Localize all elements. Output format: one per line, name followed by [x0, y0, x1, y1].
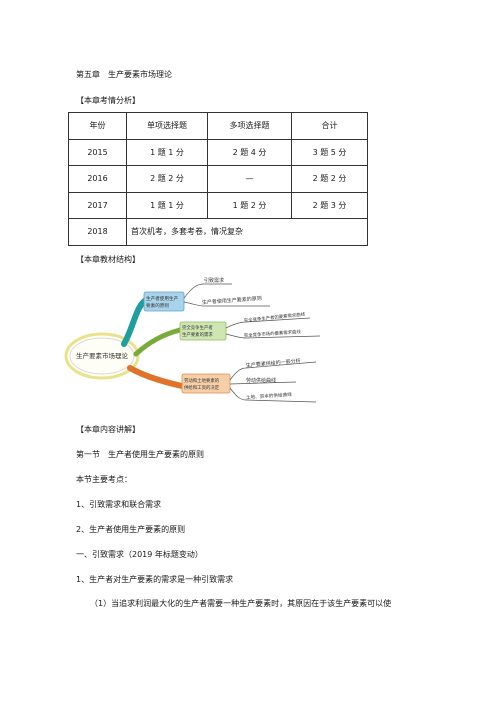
- mindmap-leaf-edge: [183, 301, 270, 307]
- mindmap-leaf-edge: [225, 317, 311, 329]
- mindmap-leaf: 土地、资本的供给曲线: [246, 391, 293, 401]
- table-cell: 2 题 2 分: [291, 165, 368, 193]
- point-heading: 1、生产者对生产要素的需求是一种引致需求: [76, 575, 234, 584]
- key-points-intro: 本节主要考点：: [76, 475, 132, 484]
- table-cell: 2015: [68, 138, 127, 166]
- mindmap-center-label: 生产要素市场理论: [76, 351, 129, 360]
- table-cell: 2016: [68, 165, 127, 193]
- table-header-row: 年份 单项选择题 多项选择题 合计: [68, 112, 368, 140]
- mindmap-leaf-edge: [229, 381, 297, 385]
- table-cell: —: [207, 165, 292, 193]
- mindmap-branch-3: [181, 373, 231, 394]
- mindmap-leaf: 引致需求: [204, 277, 224, 284]
- table-cell: 2 题 2 分: [126, 165, 208, 193]
- mindmap-branch-1-label: 要素的原则: [146, 302, 169, 309]
- table-cell: 2 题 3 分: [291, 191, 368, 219]
- mindmap-branch-2-label: 生产要素的需求: [182, 331, 213, 338]
- header-total: 合计: [291, 112, 368, 140]
- header-multi-choice: 多项选择题: [207, 112, 292, 140]
- mindmap-center-node: [64, 332, 140, 380]
- table-cell: 2017: [68, 191, 127, 219]
- table-cell-note: 首次机考，多套考卷，情况复杂: [126, 218, 368, 246]
- table-cell: 3 题 5 分: [291, 138, 368, 166]
- mindmap-branch-1-label: 生产者使用生产: [146, 295, 179, 302]
- content-heading: 【本章内容讲解】: [76, 425, 140, 434]
- table-cell: 2018: [68, 218, 127, 246]
- mindmap-leaf-edge: [229, 387, 317, 403]
- key-point-item: 1、引致需求和联合需求: [76, 500, 162, 509]
- mindmap-leaf: 生产者使用生产要素的原则: [202, 295, 262, 306]
- header-single-choice: 单项选择题: [126, 112, 208, 140]
- subsection-title: 一、引致需求（2019 年标题变动）: [76, 550, 203, 559]
- header-year: 年份: [68, 112, 127, 140]
- mindmap-branch-2: [179, 321, 227, 341]
- table-row: 2017 1 题 1 分 1 题 2 分 2 题 3 分: [68, 191, 368, 219]
- mindmap-edge-3: [127, 365, 185, 389]
- mindmap-edge-2: [133, 327, 183, 357]
- mindmap-center-ring: [69, 337, 135, 375]
- exam-analysis-table: 年份 单项选择题 多项选择题 合计 2015 1 题 1 分 2 题 4 分 3…: [68, 112, 368, 246]
- table-cell: 1 题 1 分: [126, 191, 208, 219]
- mindmap-branch-2-label: 完全竞争生产者: [182, 324, 213, 331]
- key-point-item: 2、生产者使用生产要素的原则: [76, 525, 186, 534]
- mindmap-leaf-edge: [229, 361, 317, 381]
- section-title: 第一节 生产者使用生产要素的原则: [76, 450, 204, 459]
- table-row: 2016 2 题 2 分 — 2 题 2 分: [68, 165, 368, 193]
- mindmap-leaf-edge: [225, 333, 321, 339]
- mindmap-leaf: 劳动供给曲线: [246, 377, 276, 384]
- table-cell: 1 题 2 分: [207, 191, 292, 219]
- analysis-heading: 【本章考情分析】: [76, 96, 140, 105]
- point-detail: （1）当追求利润最大化的生产者需要一种生产要素时，其原因在于该生产要素可以使: [90, 599, 392, 608]
- mindmap-leaf: 完全竞争生产者的要素需求曲线: [243, 311, 305, 324]
- table-row: 2015 1 题 1 分 2 题 4 分 3 题 5 分: [68, 138, 368, 166]
- table-row: 2018 首次机考，多套考卷，情况复杂: [68, 218, 368, 246]
- mindmap-edge-1: [121, 297, 149, 347]
- mindmap-leaf-edge: [183, 283, 232, 299]
- mindmap-leaf: 完全竞争市场的要素需求曲线: [244, 328, 302, 339]
- table-cell: 2 题 4 分: [207, 138, 292, 166]
- mindmap-leaf: 生产要素供给的一般分析: [246, 357, 301, 369]
- table-cell: 1 题 1 分: [126, 138, 208, 166]
- mindmap-branch-1: [143, 291, 185, 312]
- mindmap-branch-3-label: 劳动和土地要素的: [184, 377, 220, 384]
- mindmap-diagram: 生产要素市场理论 生产者使用生产 要素的原则 引致需求 生产者使用生产要素的原则…: [64, 277, 321, 403]
- mindmap-branch-3-label: 供给和工资的决定: [184, 384, 220, 391]
- structure-heading: 【本章教材结构】: [76, 255, 140, 264]
- chapter-title: 第五章 生产要素市场理论: [76, 70, 172, 79]
